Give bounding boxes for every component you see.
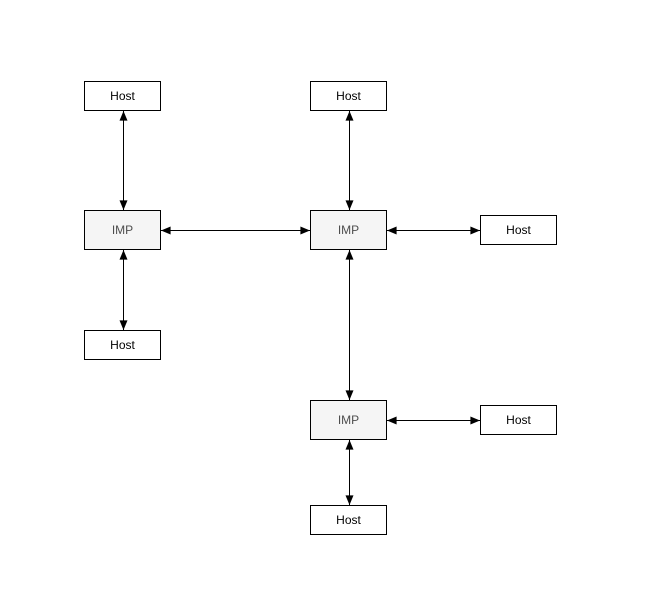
node-label: Host: [506, 413, 531, 427]
node-label: Host: [336, 513, 361, 527]
node-imp-left: IMP: [84, 210, 161, 250]
node-host-bottom-left: Host: [84, 330, 161, 360]
node-host-lower-right: Host: [480, 405, 557, 435]
node-host-bottom-center: Host: [310, 505, 387, 535]
node-label: Host: [110, 338, 135, 352]
node-host-right: Host: [480, 215, 557, 245]
node-label: Host: [506, 223, 531, 237]
node-host-top-left: Host: [84, 81, 161, 111]
node-host-top-center: Host: [310, 81, 387, 111]
node-imp-lower: IMP: [310, 400, 387, 440]
connector-group: [119, 111, 480, 505]
node-label: Host: [110, 89, 135, 103]
node-label: IMP: [337, 223, 360, 237]
node-label: Host: [336, 89, 361, 103]
node-imp-center: IMP: [310, 210, 387, 250]
node-label: IMP: [337, 413, 360, 427]
node-label: IMP: [111, 223, 134, 237]
